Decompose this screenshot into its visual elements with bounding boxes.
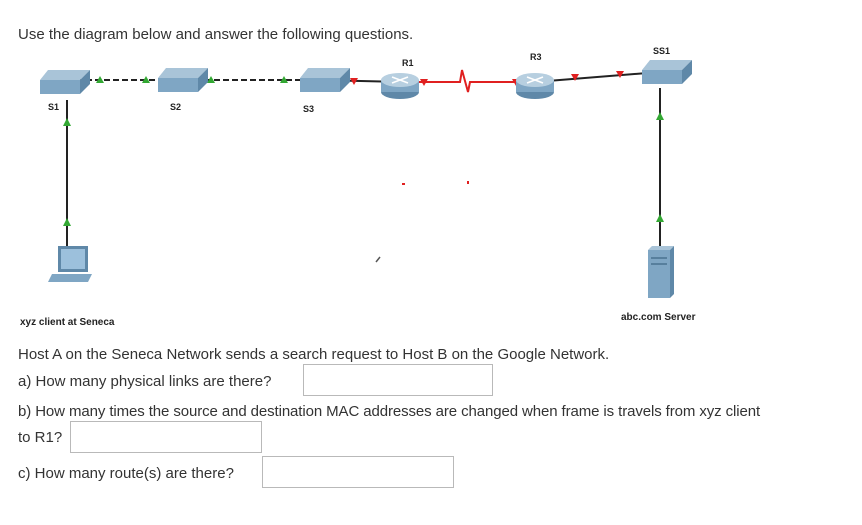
question-c-label: c) How many route(s) are there? [18, 465, 234, 482]
router-r3-label: R3 [530, 52, 542, 62]
router-r1-label: R1 [402, 58, 414, 68]
switch-s3-icon[interactable] [300, 68, 350, 92]
link-status-up-icon [63, 118, 71, 126]
link-status-down-icon [420, 79, 428, 86]
switch-s2-icon[interactable] [158, 68, 208, 92]
server-icon[interactable] [648, 246, 674, 298]
instructions: Use the diagram below and answer the fol… [18, 26, 414, 43]
link-status-up-icon [207, 76, 215, 83]
link-r3-ss1 [534, 71, 661, 83]
link-status-down-icon [616, 71, 624, 78]
answer-b-input[interactable] [70, 421, 262, 453]
wan-link-r1-r3 [400, 69, 535, 93]
question-b-label-continued: to R1? [18, 429, 63, 446]
question-a-label: a) How many physical links are there? [18, 373, 272, 390]
answer-a-input[interactable] [303, 364, 493, 396]
switch-s2-label: S2 [170, 102, 181, 112]
question-b-label: b) How many times the source and destina… [18, 403, 761, 420]
switch-s1-icon[interactable] [40, 70, 90, 94]
network-diagram: S1 S2 S3 SS1 R1 R3 xyz client at Seneca … [20, 46, 696, 328]
laptop-icon[interactable] [48, 246, 92, 282]
link-status-down-icon [350, 78, 358, 85]
router-r1-icon[interactable] [381, 73, 419, 99]
link-status-up-icon [280, 76, 288, 83]
router-r3-icon[interactable] [516, 73, 554, 99]
switch-ss1-label: SS1 [653, 46, 670, 56]
link-status-down-icon [571, 74, 579, 81]
client-label: xyz client at Seneca [20, 317, 115, 328]
link-status-up-icon [656, 214, 664, 222]
scenario-text: Host A on the Seneca Network sends a sea… [18, 346, 610, 363]
link-status-up-icon [656, 112, 664, 120]
switch-s1-label: S1 [48, 102, 59, 112]
switch-s3-label: S3 [303, 104, 314, 114]
link-status-up-icon [142, 76, 150, 83]
server-label: abc.com Server [621, 312, 696, 323]
link-status-up-icon [63, 218, 71, 226]
answer-c-input[interactable] [262, 456, 454, 488]
switch-ss1-icon[interactable] [642, 60, 692, 84]
link-status-up-icon [96, 76, 104, 83]
